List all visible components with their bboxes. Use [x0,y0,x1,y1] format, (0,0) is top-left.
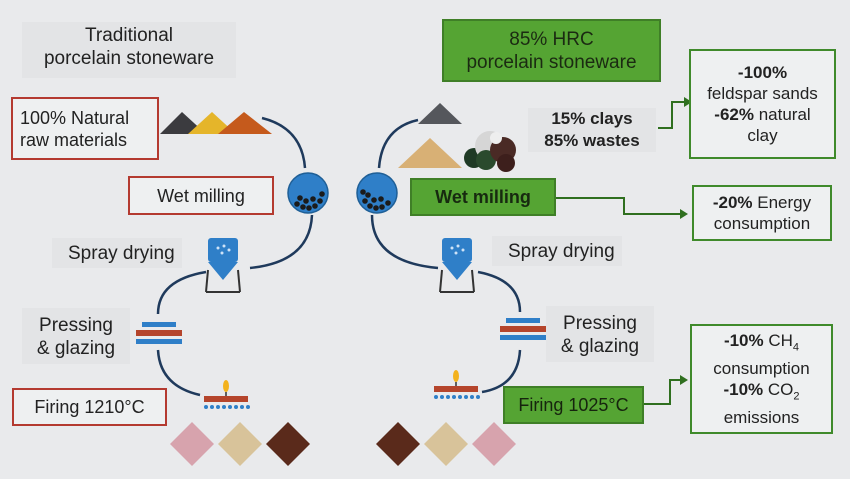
raw-materials-line2: raw materials [20,129,128,150]
flow-line [370,214,439,270]
arrow-connector-energy [556,197,680,215]
raw-material-pile-orange [218,112,272,134]
raw-materials-line1: 100% Natural [20,107,130,128]
clay-pile-sand [398,138,462,168]
raw-material-pile-yellow [188,112,236,134]
tile-pink-right [472,422,516,466]
ch4-subscript: 4 [792,341,800,353]
wet-milling-right-label: Wet milling [435,186,531,207]
flow-line [377,118,419,169]
co2-label-2: emissions [723,408,800,428]
arrowhead [680,375,688,385]
arrowhead [684,97,692,107]
traditional-title-line2: porcelain stoneware [43,48,215,69]
press-right [500,318,546,340]
feldspar-reduction: -100% [737,63,788,82]
pressing-left-line2: & glazing [36,338,116,359]
arrowhead [680,209,688,219]
clay-reduction: -62% [714,105,754,124]
hrc-title-line1: 85% HRC [509,28,594,50]
co2-subscript: 2 [793,390,800,403]
pressing-left-label: Pressing & glazing [22,308,130,364]
clay-pile-grey [418,103,462,124]
energy-reduction: -20% [712,193,753,212]
arrow-connector-emissions [644,379,680,405]
ball-mill-right [356,172,398,214]
firing-right-box: Firing 1025°C [503,386,644,424]
feldspar-label: feldspar sands [707,84,818,103]
flow-line [249,214,314,270]
composition-clays: 15% clays [551,109,633,128]
traditional-title-line1: Traditional [84,25,173,46]
wet-milling-left-label: Wet milling [157,185,245,206]
spray-dryer-right [439,238,475,293]
raw-materials-box: 100% Natural raw materials [11,97,159,160]
firing-right-label: Firing 1025°C [518,394,629,415]
tile-pink-left [170,422,214,466]
waste-pile [464,131,516,172]
flow-line [261,116,307,169]
tile-brown-right [376,422,420,466]
kiln-right [434,370,480,399]
pressing-right-line1: Pressing [563,313,637,334]
spray-drying-right-label: Spray drying [492,236,622,266]
firing-left-label: Firing 1210°C [34,397,145,417]
benefit-emissions-box: -10% CH4 consumption -10% CO2 emissions [690,324,833,434]
clay-label-2: clay [747,126,778,145]
benefit-energy-box: -20% Energy consumption [692,185,832,241]
pressing-right-line2: & glazing [560,336,640,357]
benefit-raw-materials-box: -100% feldspar sands -62% natural clay [689,49,836,159]
flow-line [156,349,201,397]
firing-left-box: Firing 1210°C [12,388,167,426]
spray-drying-left-label: Spray drying [52,238,182,268]
energy-label-1: Energy [757,193,812,212]
kiln-left [204,380,250,409]
traditional-title: Traditional porcelain stoneware [22,22,236,78]
tile-beige-right [424,422,468,466]
ch4-reduction: -10% [723,330,764,350]
press-left [136,322,182,344]
pressing-left-line1: Pressing [39,315,113,336]
wet-milling-left-box: Wet milling [128,176,274,215]
ch4-label: CH [768,330,793,350]
hrc-title-box: 85% HRC porcelain stoneware [442,19,661,82]
flow-line [477,270,522,313]
energy-label-2: consumption [713,214,811,233]
ball-mill-left [287,172,329,214]
pressing-right-label: Pressing & glazing [546,306,654,362]
flow-line [156,270,207,315]
spray-dryer-left [205,238,241,293]
flow-line [481,349,522,394]
co2-label: CO [767,380,794,399]
tile-beige-left [218,422,262,466]
co2-reduction: -10% [723,380,764,399]
composition-label: 15% clays 85% wastes [528,108,656,152]
composition-wastes: 85% wastes [544,131,640,150]
clay-label-1: natural [758,105,811,124]
hrc-title-line2: porcelain stoneware [466,51,637,73]
tile-brown-left [266,422,310,466]
arrow-connector-feldspar [658,101,684,129]
wet-milling-right-box: Wet milling [410,178,556,216]
ch4-label-2: consumption [713,359,810,378]
